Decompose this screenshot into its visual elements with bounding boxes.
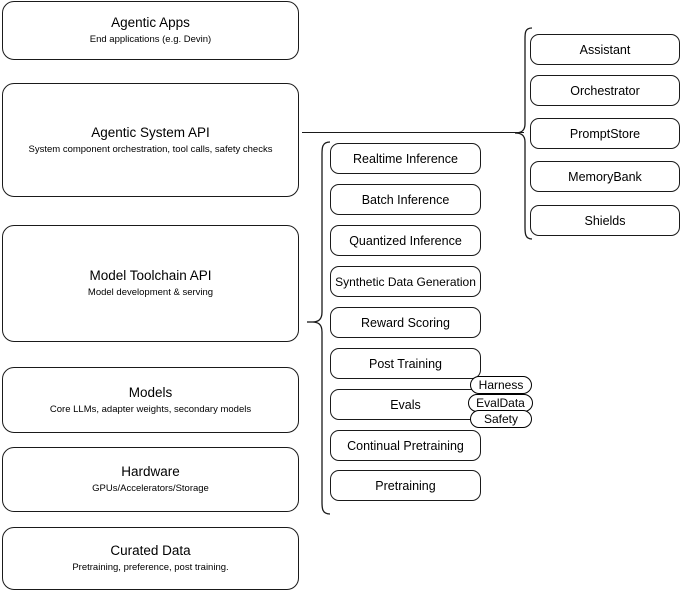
toolchain-component-label: Post Training: [369, 356, 442, 371]
system-component-shields[interactable]: Shields: [530, 205, 680, 236]
toolchain-component-label: Pretraining: [375, 478, 436, 493]
stack-layer-title: Agentic System API: [91, 124, 210, 140]
stack-layer-agentic-system-api[interactable]: Agentic System API System component orch…: [2, 83, 299, 197]
evals-tag-label: Harness: [478, 378, 524, 392]
stack-layer-models[interactable]: Models Core LLMs, adapter weights, secon…: [2, 367, 299, 433]
stack-layer-title: Model Toolchain API: [89, 268, 212, 283]
stack-layer-subtitle: Core LLMs, adapter weights, secondary mo…: [49, 403, 252, 415]
evals-tag-label: EvalData: [476, 396, 525, 410]
toolchain-component-pretraining[interactable]: Pretraining: [330, 470, 481, 501]
stack-layer-subtitle: Pretraining, preference, post training.: [72, 562, 229, 573]
stack-layer-subtitle: System component orchestration, tool cal…: [28, 143, 273, 155]
toolchain-component-post-training[interactable]: Post Training: [330, 348, 481, 379]
toolchain-component-label: Batch Inference: [361, 192, 450, 207]
toolchain-component-realtime-inference[interactable]: Realtime Inference: [330, 143, 481, 174]
system-components-brace: [514, 27, 533, 240]
toolchain-component-label: Synthetic Data Generation: [335, 274, 476, 289]
toolchain-brace: [307, 141, 331, 515]
toolchain-component-batch-inference[interactable]: Batch Inference: [330, 184, 481, 215]
system-component-memorybank[interactable]: MemoryBank: [530, 161, 680, 192]
evals-tag-label: Safety: [483, 412, 519, 426]
toolchain-component-label: Realtime Inference: [353, 151, 458, 166]
system-component-label: Assistant: [579, 42, 631, 57]
system-component-label: Shields: [584, 213, 626, 228]
toolchain-component-reward-scoring[interactable]: Reward Scoring: [330, 307, 481, 338]
system-component-orchestrator[interactable]: Orchestrator: [530, 75, 680, 106]
stack-layer-subtitle: Model development & serving: [87, 287, 214, 298]
stack-layer-hardware[interactable]: Hardware GPUs/Accelerators/Storage: [2, 447, 299, 512]
stack-layer-model-toolchain-api[interactable]: Model Toolchain API Model development & …: [2, 225, 299, 342]
toolchain-component-synthetic-data-generation[interactable]: Synthetic Data Generation: [330, 266, 481, 297]
evals-tag-harness[interactable]: Harness: [470, 376, 532, 394]
toolchain-component-label: Continual Pretraining: [347, 438, 464, 453]
stack-layer-title: Curated Data: [110, 543, 191, 558]
stack-layer-subtitle: End applications (e.g. Devin): [89, 34, 212, 45]
toolchain-component-label: Evals: [390, 397, 421, 412]
system-component-label: PromptStore: [569, 126, 641, 141]
stack-layer-agentic-apps[interactable]: Agentic Apps End applications (e.g. Devi…: [2, 1, 299, 60]
stack-layer-title: Hardware: [121, 464, 180, 479]
toolchain-component-evals[interactable]: Evals: [330, 389, 481, 420]
stack-layer-title: Models: [128, 384, 173, 400]
system-component-assistant[interactable]: Assistant: [530, 34, 680, 65]
stack-layer-curated-data[interactable]: Curated Data Pretraining, preference, po…: [2, 527, 299, 590]
stack-layer-subtitle: GPUs/Accelerators/Storage: [92, 483, 209, 494]
evals-tag-safety[interactable]: Safety: [470, 410, 532, 428]
system-component-label: MemoryBank: [568, 169, 642, 184]
system-component-promptstore[interactable]: PromptStore: [530, 118, 680, 149]
toolchain-component-quantized-inference[interactable]: Quantized Inference: [330, 225, 481, 256]
toolchain-component-continual-pretraining[interactable]: Continual Pretraining: [330, 430, 481, 461]
toolchain-component-label: Reward Scoring: [361, 315, 450, 330]
connector-system-api-to-components: [302, 132, 524, 134]
system-component-label: Orchestrator: [570, 83, 640, 98]
stack-layer-title: Agentic Apps: [111, 15, 190, 30]
toolchain-component-label: Quantized Inference: [349, 233, 462, 248]
